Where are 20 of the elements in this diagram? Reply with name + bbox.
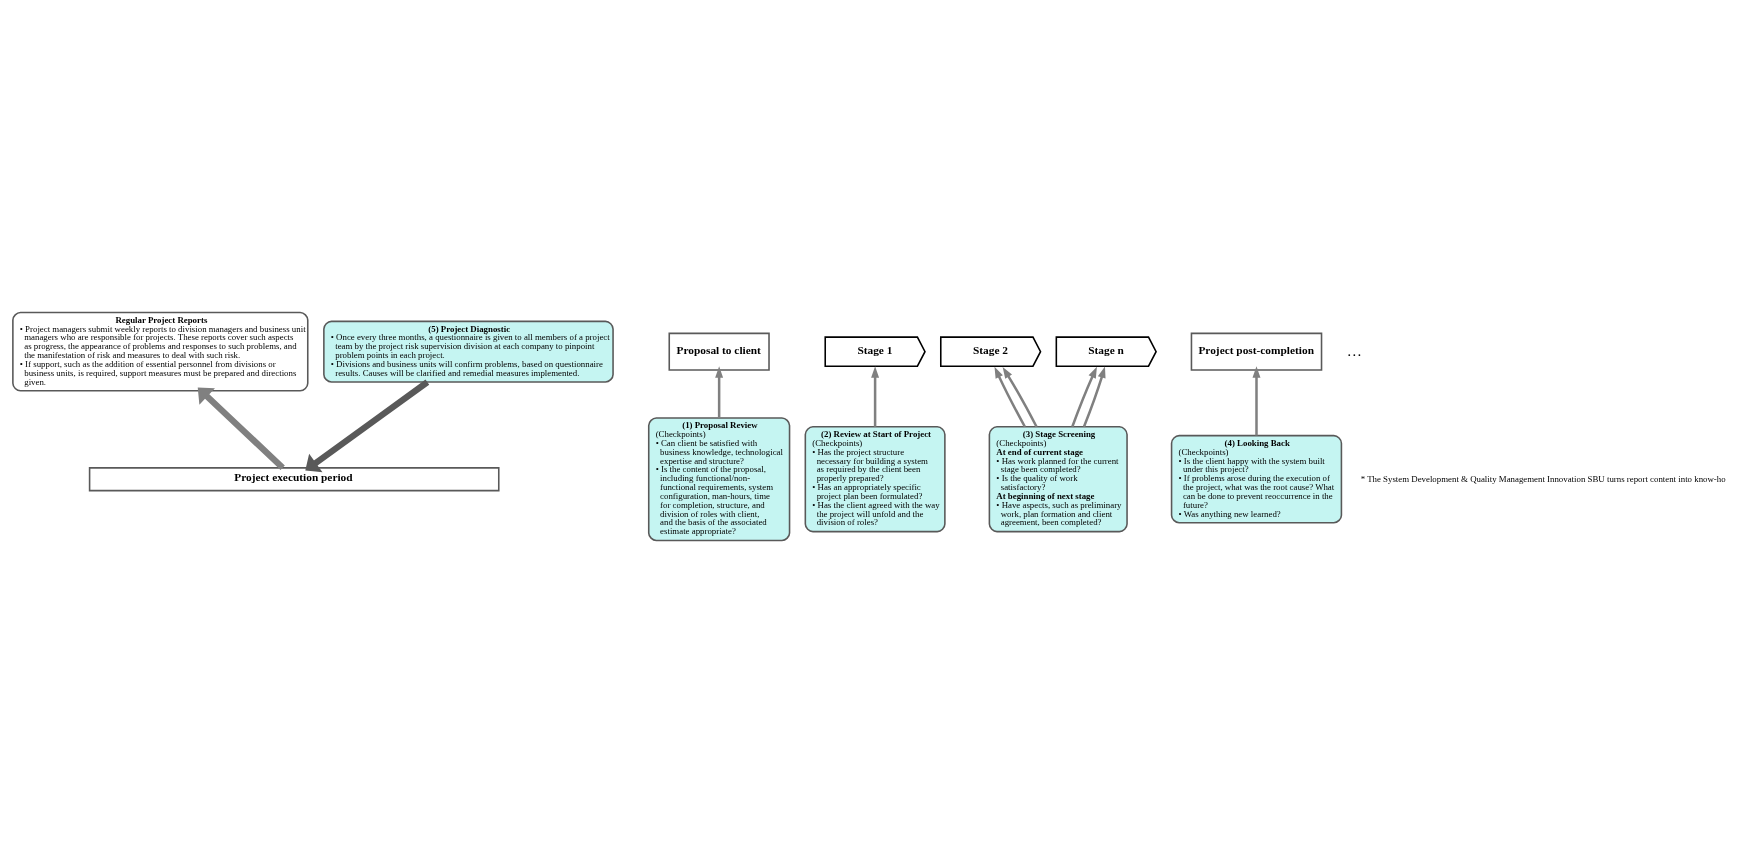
arrow [715,366,724,418]
node-box: (3) Stage Screening (Checkpoints) At end of current stage • Has work planned for the current stage been completed? • Is the quality of work satisfactory? At beginning of next stage • Have aspects, such as preliminary work, plan formation and client agreement, been completed? [988,426,1128,533]
node-box: Project post-completion [1190,332,1323,371]
node-box: (2) Review at Start of Project (Checkpoints) • Has the project structure necessary for building a system as required by the client been properly prepared? • Has an appropriately specific project plan been formulated? • Has the client agreed with the way the project will unfold and the division of roles? [804,426,946,533]
arrow [1002,366,1038,428]
node-box: (1) Proposal Review (Checkpoints) • Can client be satisfied with business knowledge, technological expertise and structure? • Is the content of the proposal, including functional/non-functional requirements, system configuration, man-hours, time for completion, structure, and division of roles with client, and the basis of the associated estimate appropriate? [647,417,791,542]
node-box: Regular Project Reports • Project managers submit weekly reports to division managers and business unit managers who are responsible for projects. These reports cover such aspects as progress, the appearance of problems and responses to such problems, and the manifestation of risk and measures to deal with such risk. • If support, such as the addition of essential personnel from divisions or business units, is required, support measures must be prepared and directions given. [12,311,309,392]
label: * The System Development & Quality Management Innovation SBU turns report content into know-ho [1360,473,1726,484]
arrow [197,387,285,471]
node-box: (4) Looking Back (Checkpoints) • Is the client happy with the system built under this project? • If problems arose during the execution of the project, what was the root cause? What can be done to prevent reoccurrence in the future? • Was anything new learned? [1170,434,1343,524]
node-box: Proposal to client [668,332,770,371]
arrow [305,379,430,473]
arrow [871,366,880,427]
node-box: (5) Project Diagnostic • Once every three months, a questionnaire is given to all members of a project team by the project risk supervision division at each company to pinpoint problem points in each project. • Divisions and business units will confirm problems, based on questionnaire results. Causes will be clarified and remedial measures implemented. [323,320,614,383]
arrow [1082,366,1106,428]
label: … [1346,341,1362,359]
node-box: Project execution period [88,467,500,492]
arrow [994,366,1026,428]
arrow [1071,366,1097,428]
arrow [1252,366,1261,436]
